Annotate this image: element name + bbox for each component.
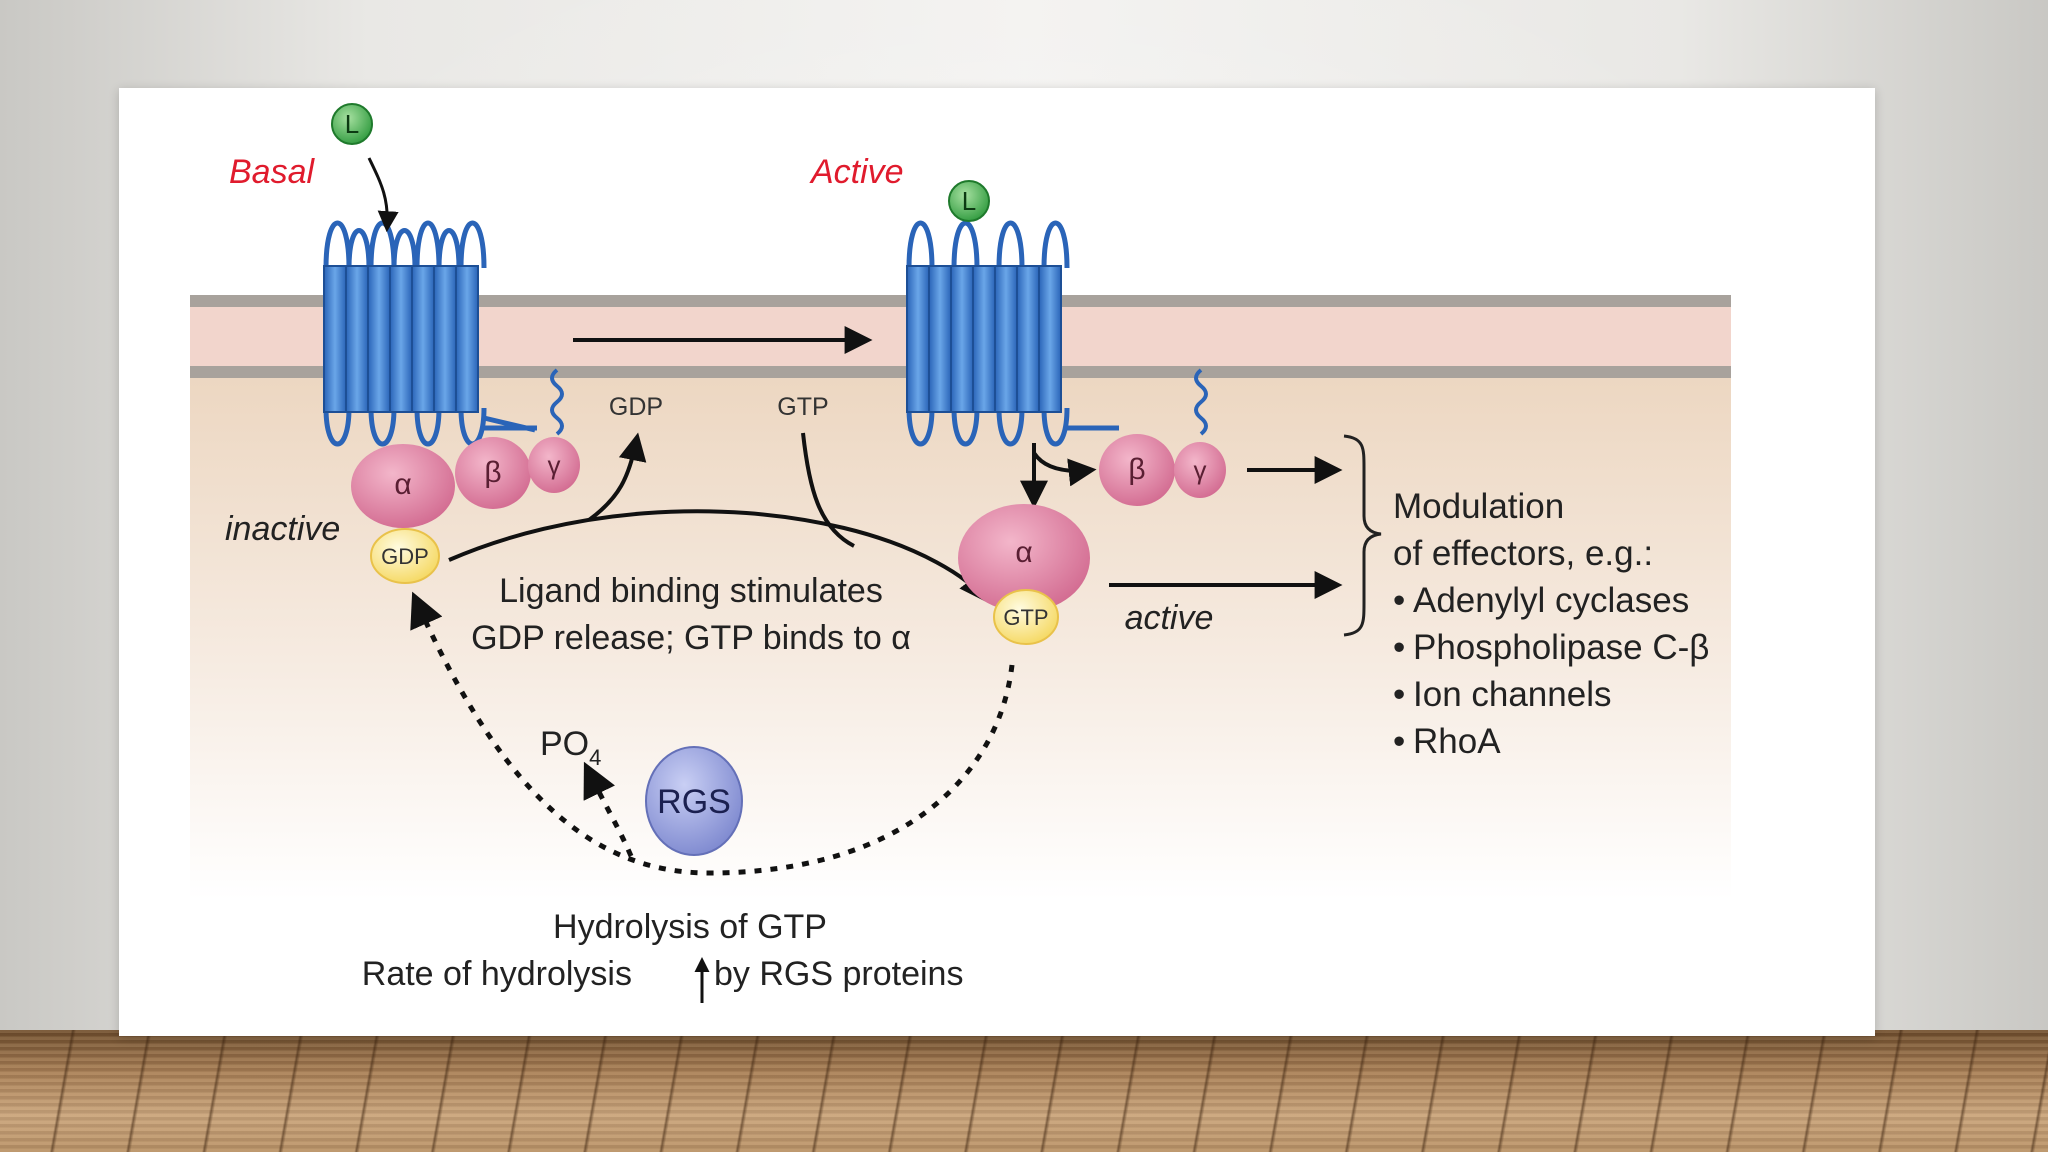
ligand-active-icon — [948, 180, 990, 222]
alpha-subunit-basal — [351, 444, 455, 528]
beta-basal-label: β — [484, 456, 501, 489]
rgs-label: RGS — [657, 783, 731, 821]
beta-active-label: β — [1128, 453, 1145, 486]
rgs-protein — [645, 746, 743, 856]
active-receptor — [906, 220, 1119, 447]
gamma-subunit-basal — [528, 437, 580, 493]
po4-label: PO4 — [540, 725, 601, 770]
beta-gamma-dissociation-arrow — [1032, 451, 1097, 487]
gdp-to-gtp-exchange-arrow — [448, 509, 988, 603]
effector-item: Ion channels — [1413, 675, 1611, 714]
beta-subunit-active — [1099, 434, 1175, 506]
po4-main: PO — [540, 725, 589, 763]
alpha-active-label: α — [1015, 536, 1032, 569]
gamma-basal-label: γ — [548, 450, 561, 480]
effectors-brace — [1343, 434, 1382, 637]
gdp-released-label: GDP — [609, 393, 663, 421]
active-state-label: active — [1125, 599, 1214, 637]
ligand-basal-symbol: L — [345, 109, 359, 139]
gdp-release-arrow — [587, 432, 647, 522]
cytoplasm-region — [190, 366, 1731, 900]
ligand-text-line2: GDP release; GTP binds to α — [471, 619, 911, 657]
alpha-subunit-active — [958, 504, 1090, 612]
beta-subunit-basal — [455, 437, 531, 509]
wooden-floor — [0, 1030, 2048, 1152]
gpcr-cycle-diagram: L Basal α β γ GDP inactive GDP GTP Ligan… — [190, 103, 1731, 1003]
effector-bullet: • — [1393, 628, 1405, 667]
gamma-subunit-active — [1174, 442, 1226, 498]
hydrolysis-return-arrow — [410, 591, 1015, 876]
hydrolysis-line2-part2: by RGS proteins — [714, 955, 963, 993]
slide-panel: L Basal α β γ GDP inactive GDP GTP Ligan… — [119, 88, 1875, 1036]
phosphate-release-arrow — [583, 761, 634, 857]
alpha-basal-label: α — [394, 468, 411, 501]
gdp-basal-label: GDP — [381, 544, 429, 569]
effectors-title-line2: of effectors, e.g.: — [1393, 534, 1653, 573]
hydrolysis-line2-part1: Rate of hydrolysis — [362, 955, 632, 993]
hydrolysis-line1: Hydrolysis of GTP — [553, 908, 827, 946]
gtp-active-label: GTP — [1003, 605, 1048, 630]
effector-item: Phospholipase C-β — [1413, 628, 1709, 667]
ligand-text-line1: Ligand binding stimulates — [499, 572, 883, 610]
effector-bullet: • — [1393, 581, 1405, 620]
gtp-incoming-label: GTP — [777, 393, 828, 421]
ligand-active-symbol: L — [962, 186, 976, 216]
ligand-binding-arrow — [367, 157, 399, 233]
inactive-label: inactive — [225, 510, 340, 548]
effector-bullet: • — [1393, 722, 1405, 761]
gdp-bound-basal — [370, 528, 440, 584]
effectors-title-line1: Modulation — [1393, 487, 1564, 526]
po4-subscript: 4 — [589, 745, 601, 770]
gamma-lipid-anchor-basal — [550, 368, 564, 436]
ligand-basal-icon — [331, 103, 373, 145]
gtp-binding-arrow — [801, 432, 855, 548]
effector-bullet: • — [1393, 675, 1405, 714]
basal-receptor — [323, 220, 537, 447]
active-label: Active — [809, 153, 904, 191]
gtp-bound-active — [993, 589, 1059, 645]
effector-item: RhoA — [1413, 722, 1501, 761]
gamma-lipid-anchor-active — [1194, 368, 1208, 436]
effector-item: Adenylyl cyclases — [1413, 581, 1689, 620]
basal-label: Basal — [229, 153, 315, 191]
gamma-active-label: γ — [1194, 455, 1207, 485]
